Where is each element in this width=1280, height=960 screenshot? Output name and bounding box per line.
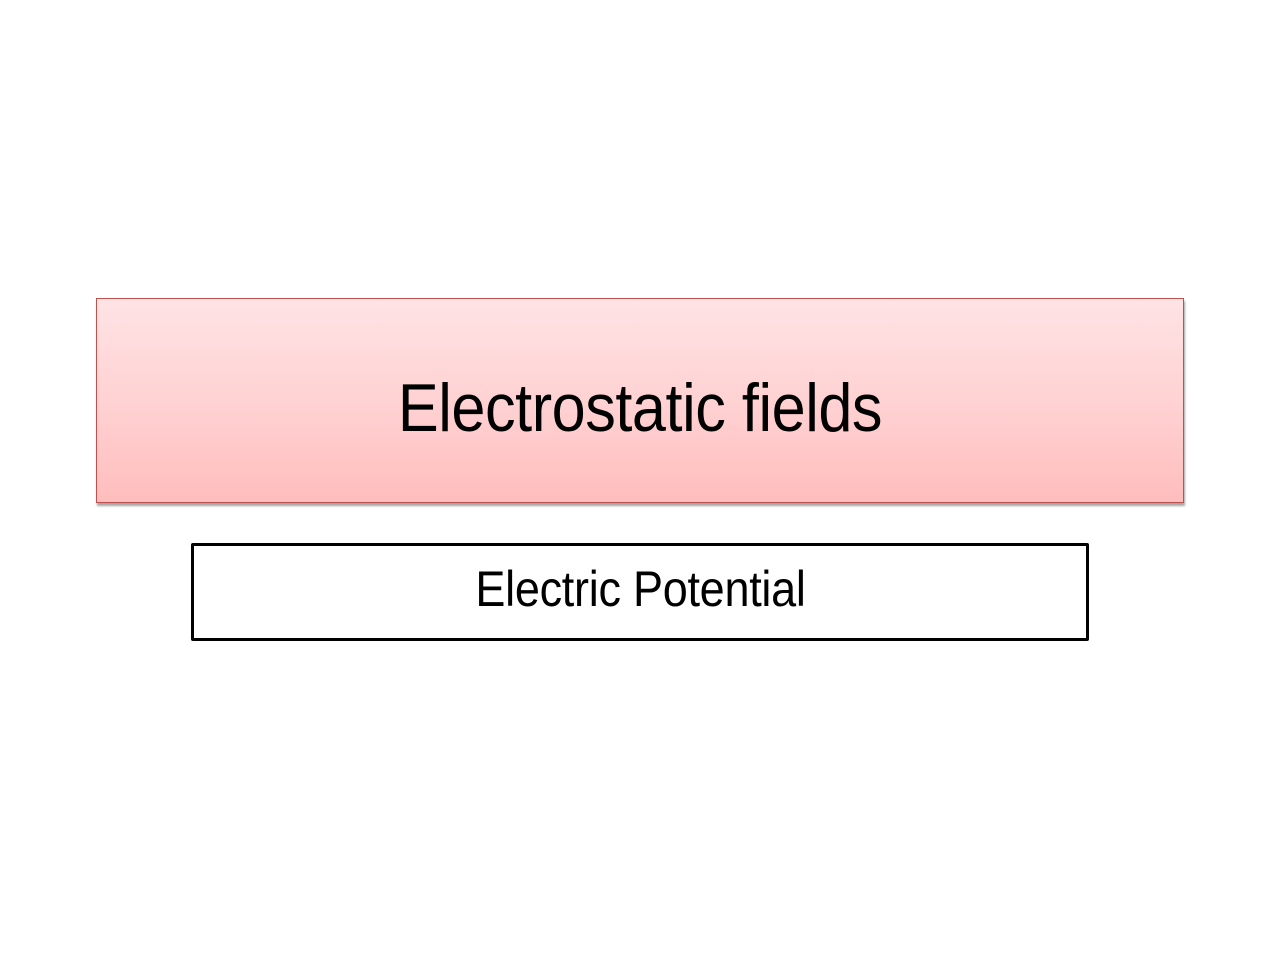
slide-title: Electrostatic fields [397,369,883,446]
title-placeholder[interactable]: Electrostatic fields [96,298,1184,503]
subtitle-placeholder[interactable]: Electric Potential [191,543,1089,641]
slide-subtitle: Electric Potential [474,561,806,617]
